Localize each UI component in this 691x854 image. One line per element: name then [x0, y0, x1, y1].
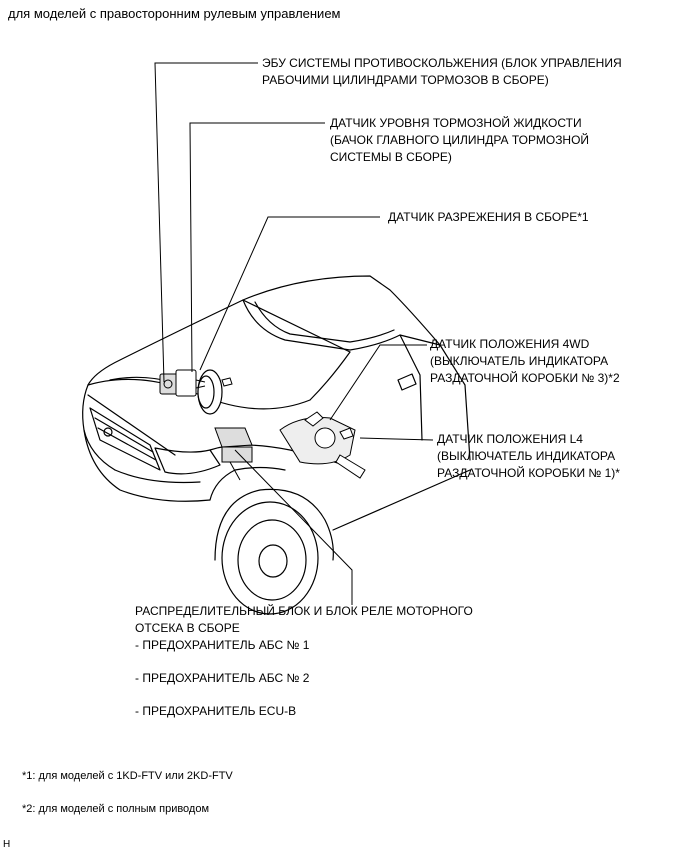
callout-line: ДАТЧИК ПОЛОЖЕНИЯ 4WD [430, 337, 590, 351]
brake-booster [197, 369, 223, 415]
callout-line: ОТСЕКА В СБОРЕ [135, 621, 240, 635]
callout-line: (ВЫКЛЮЧАТЕЛЬ ИНДИКАТОРА [430, 354, 609, 368]
vehicle-outline [82, 275, 471, 615]
footnote-1: *1: для моделей с 1KD-FTV или 2KD-FTV [22, 770, 233, 782]
callout-line: (БАЧОК ГЛАВНОГО ЦИЛИНДРА ТОРМОЗНОЙ [330, 133, 590, 147]
callout-line: ЭБУ СИСТЕМЫ ПРОТИВОСКОЛЬЖЕНИЯ (БЛОК УПРА… [262, 56, 622, 70]
callout-l4-position-sensor: ДАТЧИК ПОЛОЖЕНИЯ L4 (ВЫКЛЮЧАТЕЛЬ ИНДИКАТ… [437, 431, 620, 482]
fuse-item: - ПРЕДОХРАНИТЕЛЬ ECU-B [135, 704, 297, 718]
fuse-item: - ПРЕДОХРАНИТЕЛЬ АБС № 2 [135, 671, 310, 685]
callout-abs-ecu: ЭБУ СИСТЕМЫ ПРОТИВОСКОЛЬЖЕНИЯ (БЛОК УПРА… [262, 55, 622, 89]
callout-line: СИСТЕМЫ В СБОРЕ) [330, 150, 452, 164]
callout-line: РАЗДАТОЧНОЙ КОРОБКИ № 1)* [437, 466, 620, 480]
corner-mark: H [3, 839, 11, 850]
callout-4wd-position-sensor: ДАТЧИК ПОЛОЖЕНИЯ 4WD (ВЫКЛЮЧАТЕЛЬ ИНДИКА… [430, 336, 620, 387]
transfer-case [279, 411, 366, 479]
leader-lines [154, 62, 434, 605]
callout-line: ДАТЧИК ПОЛОЖЕНИЯ L4 [437, 432, 583, 446]
callout-line: ДАТЧИК УРОВНЯ ТОРМОЗНОЙ ЖИДКОСТИ [330, 116, 582, 130]
callout-vacuum-sensor: ДАТЧИК РАЗРЕЖЕНИЯ В СБОРЕ*1 [388, 209, 589, 226]
callout-line: ДАТЧИК РАЗРЕЖЕНИЯ В СБОРЕ*1 [388, 210, 589, 224]
footnote-2: *2: для моделей с полным приводом [22, 803, 210, 815]
callout-relay-block: РАСПРЕДЕЛИТЕЛЬНЫЙ БЛОК И БЛОК РЕЛЕ МОТОР… [135, 603, 473, 720]
page-title: для моделей с правосторонним рулевым упр… [8, 6, 341, 21]
relay-block [214, 427, 253, 481]
callout-line: РАЗДАТОЧНОЙ КОРОБКИ № 3)*2 [430, 371, 620, 385]
abs-actuator [159, 369, 233, 397]
callout-line: (ВЫКЛЮЧАТЕЛЬ ИНДИКАТОРА [437, 449, 616, 463]
callout-line: РАБОЧИМИ ЦИЛИНДРАМИ ТОРМОЗОВ В СБОРЕ) [262, 73, 549, 87]
callout-line: РАСПРЕДЕЛИТЕЛЬНЫЙ БЛОК И БЛОК РЕЛЕ МОТОР… [135, 604, 473, 618]
callout-brake-fluid-sensor: ДАТЧИК УРОВНЯ ТОРМОЗНОЙ ЖИДКОСТИ (БАЧОК … [330, 115, 589, 166]
fuse-item: - ПРЕДОХРАНИТЕЛЬ АБС № 1 [135, 638, 310, 652]
